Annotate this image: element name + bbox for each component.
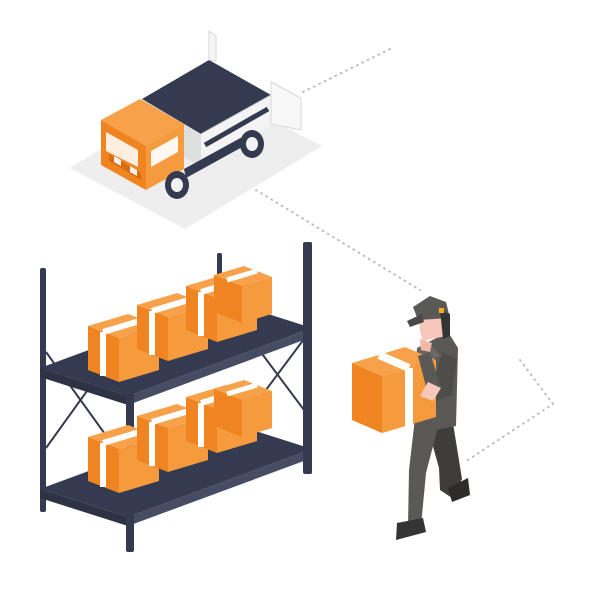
truck-cabin: [101, 99, 244, 190]
warehouse-shelf: [40, 242, 312, 552]
truck-wheel-rear: [240, 130, 264, 158]
courier-front-leg: [396, 418, 439, 540]
package-box-upper-4: [214, 266, 272, 323]
package-box-lower-4: [214, 380, 272, 437]
courier-front-arm: [418, 352, 441, 401]
courier-head: [407, 296, 450, 352]
delivery-route-path: [214, 47, 555, 463]
delivery-truck: [70, 30, 322, 229]
courier: [352, 296, 470, 540]
carried-package-box: [352, 347, 436, 433]
truck-wheel-front: [165, 171, 189, 199]
package-box-upper-2: [137, 293, 208, 361]
